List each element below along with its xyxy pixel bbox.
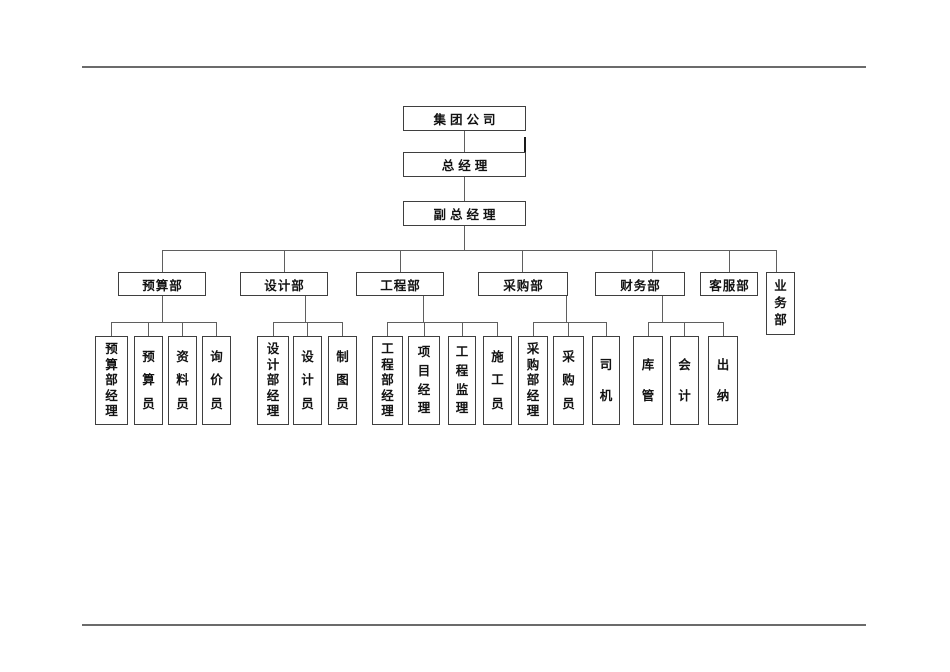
connector-budget-c4 — [216, 322, 217, 336]
designer-label: 设计员 — [301, 348, 314, 411]
role-box-procurement-manager: 采购部经理 — [518, 336, 548, 425]
connector-drop-customer-service — [729, 250, 730, 272]
connector-drop-design — [284, 250, 285, 272]
connector-finance-c3 — [723, 322, 724, 336]
design-manager-label: 设计部经理 — [266, 341, 280, 419]
page-bottom-rule — [82, 624, 866, 626]
connector-main-bus — [162, 250, 776, 251]
connector-design-c2 — [307, 322, 308, 336]
connector-root-to-gm — [464, 131, 465, 152]
construction-worker-label: 施工员 — [491, 348, 504, 411]
org-box-general-manager: 总经理 — [403, 152, 526, 177]
driver-label: 司机 — [599, 356, 613, 403]
role-box-draftsman: 制图员 — [328, 336, 357, 425]
role-box-engineering-supervisor: 工程监理 — [448, 336, 476, 425]
connector-budget-c1 — [111, 322, 112, 336]
role-box-warehouse-keeper: 库管 — [633, 336, 663, 425]
group-company-label: 集团公司 — [433, 112, 500, 127]
role-box-design-manager: 设计部经理 — [257, 336, 289, 425]
price-inquiry-clerk-label: 询价员 — [210, 348, 223, 411]
procurement-manager-label: 采购部经理 — [526, 341, 540, 419]
connector-procurement-c3 — [606, 322, 607, 336]
connector-procurement-feed — [566, 296, 567, 322]
role-box-designer: 设计员 — [293, 336, 322, 425]
role-box-budget-clerk: 预算员 — [134, 336, 163, 425]
role-box-data-clerk: 资料员 — [168, 336, 197, 425]
connector-procurement-rail — [533, 322, 607, 323]
connector-procurement-c1 — [533, 322, 534, 336]
accountant-label: 会计 — [678, 356, 691, 403]
connector-design-c3 — [342, 322, 343, 336]
connector-design-c1 — [273, 322, 274, 336]
dept-box-finance: 财务部 — [595, 272, 685, 296]
connector-budget-c2 — [148, 322, 149, 336]
dept-box-customer-service: 客服部 — [700, 272, 758, 296]
connector-procurement-c2 — [568, 322, 569, 336]
connector-engineering-c3 — [462, 322, 463, 336]
project-manager-label: 项目经理 — [417, 344, 431, 416]
connector-drop-procurement — [522, 250, 523, 272]
connector-finance-c2 — [684, 322, 685, 336]
role-box-price-inquiry-clerk: 询价员 — [202, 336, 231, 425]
page-top-rule — [82, 66, 866, 68]
dept-box-engineering: 工程部 — [356, 272, 444, 296]
data-clerk-label: 资料员 — [176, 348, 189, 411]
warehouse-keeper-label: 库管 — [641, 356, 655, 403]
connector-budget-rail — [111, 322, 217, 323]
general-manager-label: 总经理 — [441, 158, 492, 173]
budget-clerk-label: 预算员 — [142, 348, 155, 411]
connector-design-rail — [273, 322, 343, 323]
connector-engineering-c4 — [497, 322, 498, 336]
connector-drop-budget — [162, 250, 163, 272]
role-box-engineering-manager: 工程部经理 — [372, 336, 403, 425]
org-box-group-company: 集团公司 — [403, 106, 526, 131]
connector-engineering-c2 — [424, 322, 425, 336]
role-box-driver: 司机 — [592, 336, 620, 425]
connector-dgm-to-bus — [464, 226, 465, 250]
role-box-buyer: 采购员 — [553, 336, 584, 425]
connector-design-feed — [305, 296, 306, 322]
procurement-dept-label: 采购部 — [503, 277, 544, 293]
role-box-cashier: 出纳 — [708, 336, 738, 425]
org-box-deputy-general-manager: 副总经理 — [403, 201, 526, 226]
dept-box-design: 设计部 — [240, 272, 328, 296]
role-box-budget-manager: 预算部经理 — [95, 336, 128, 425]
buyer-label: 采购员 — [562, 348, 575, 411]
connector-budget-c3 — [182, 322, 183, 336]
dept-box-business: 业务部 — [766, 272, 795, 335]
dept-box-budget: 预算部 — [118, 272, 206, 296]
design-dept-label: 设计部 — [264, 277, 305, 293]
engineering-manager-label: 工程部经理 — [381, 341, 394, 419]
role-box-project-manager: 项目经理 — [408, 336, 440, 425]
connector-finance-rail — [648, 322, 724, 323]
connector-engineering-rail — [387, 322, 498, 323]
draftsman-label: 制图员 — [336, 348, 349, 411]
budget-manager-label: 预算部经理 — [105, 341, 118, 419]
connector-finance-c1 — [648, 322, 649, 336]
connector-engineering-feed — [423, 296, 424, 322]
connector-gm-to-dgm — [464, 177, 465, 201]
connector-drop-finance — [652, 250, 653, 272]
text-cursor-mark — [524, 137, 526, 154]
connector-engineering-c1 — [387, 322, 388, 336]
connector-drop-business — [776, 250, 777, 272]
finance-dept-label: 财务部 — [620, 277, 661, 293]
deputy-general-manager-label: 副总经理 — [433, 207, 500, 222]
cashier-label: 出纳 — [716, 356, 730, 403]
role-box-construction-worker: 施工员 — [483, 336, 512, 425]
connector-drop-engineering — [400, 250, 401, 272]
engineering-dept-label: 工程部 — [380, 277, 421, 293]
budget-dept-label: 预算部 — [142, 277, 183, 293]
customer-service-dept-label: 客服部 — [709, 277, 750, 293]
dept-box-procurement: 采购部 — [478, 272, 568, 296]
connector-finance-feed — [662, 296, 663, 322]
role-box-accountant: 会计 — [670, 336, 699, 425]
engineering-supervisor-label: 工程监理 — [455, 344, 469, 416]
connector-budget-feed — [162, 296, 163, 322]
business-dept-label: 业务部 — [774, 278, 787, 328]
